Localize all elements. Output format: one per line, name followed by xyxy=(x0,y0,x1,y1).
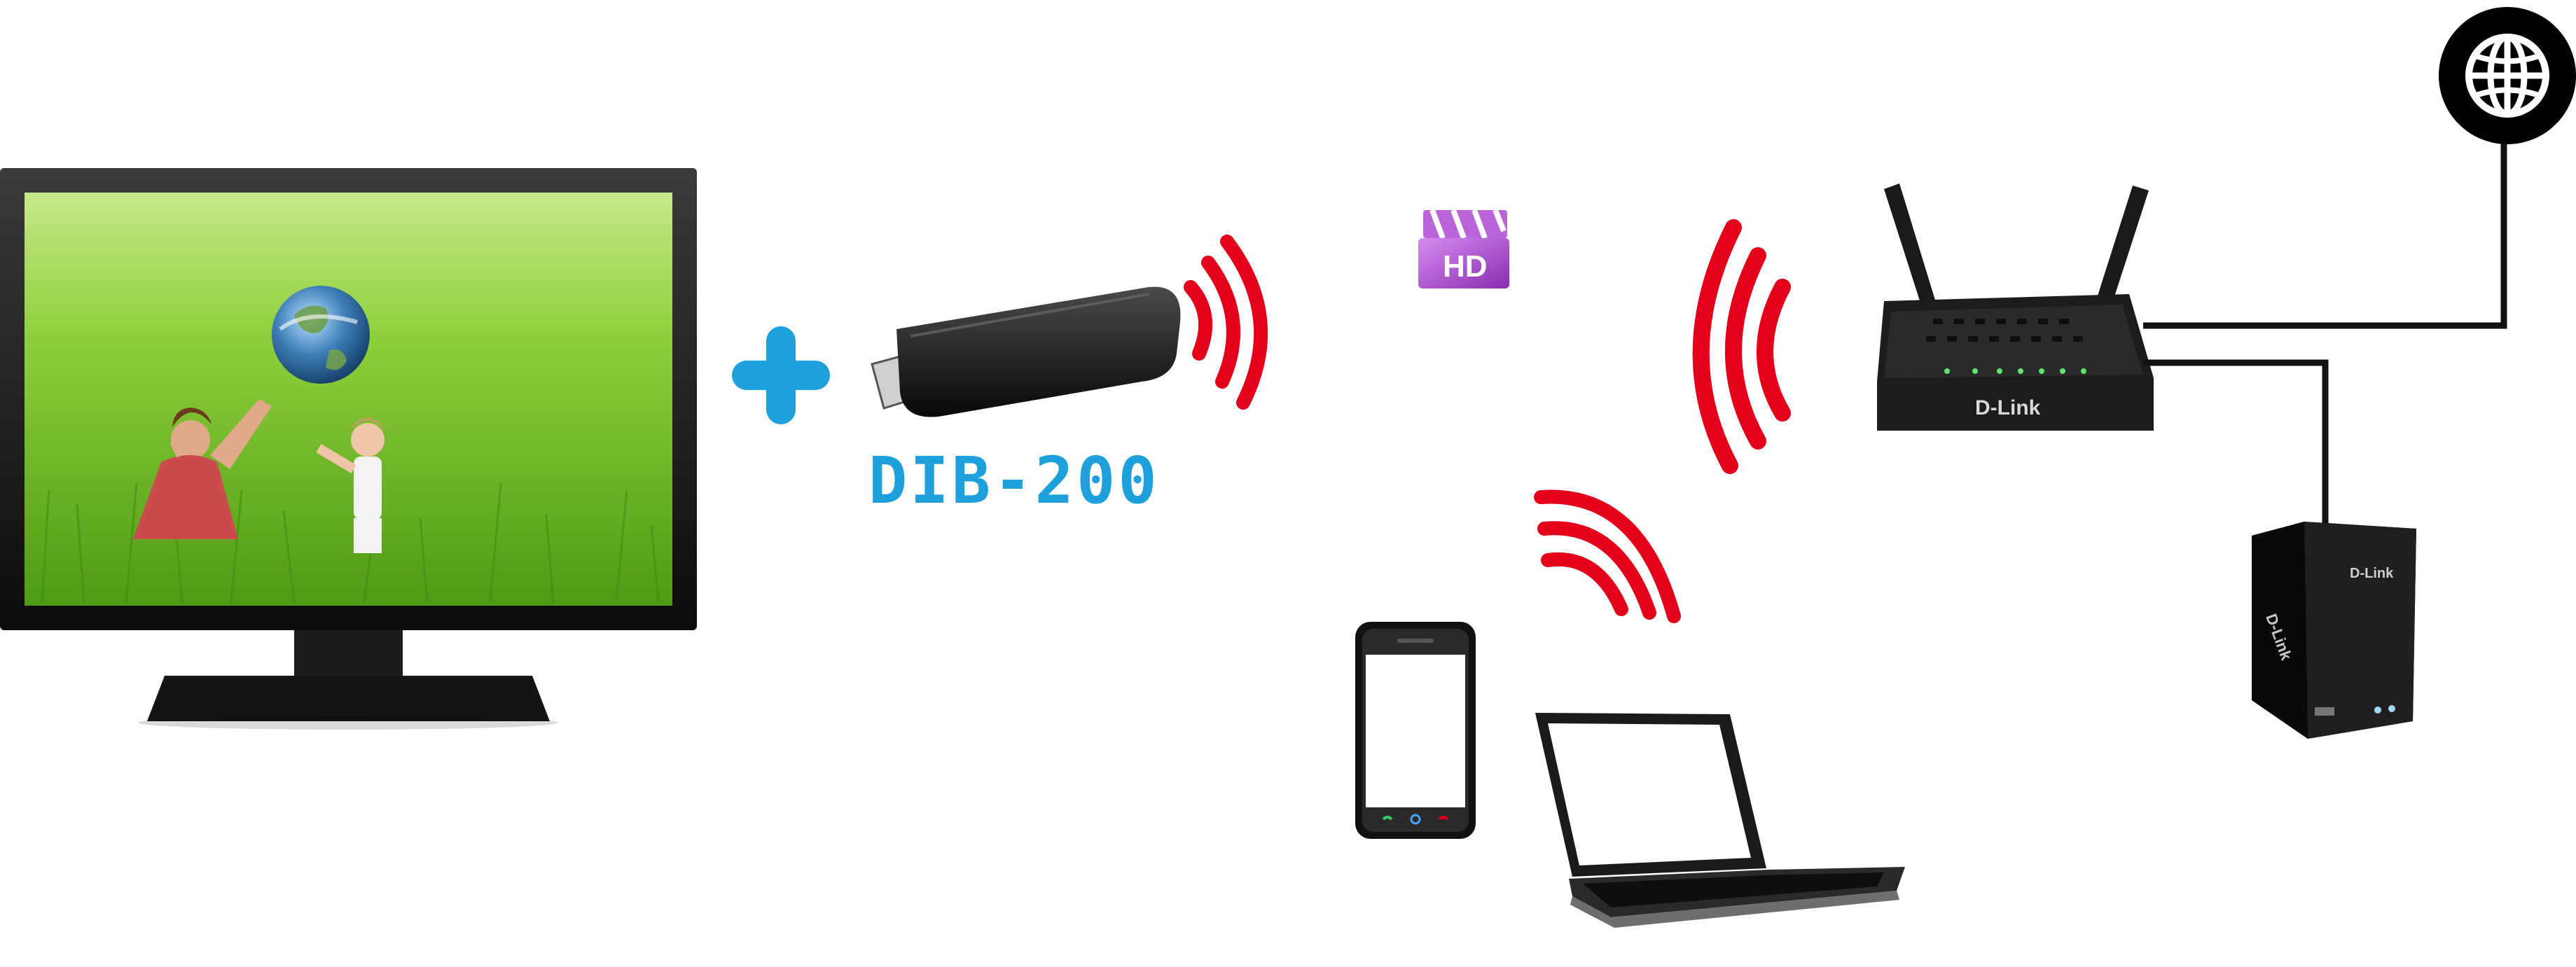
hd-badge-text: HD xyxy=(1443,249,1488,284)
wireless-router: D-Link xyxy=(1877,183,2154,431)
cable-router-internet xyxy=(2143,137,2507,329)
router-logo: D-Link xyxy=(1975,396,2041,419)
laptop-screen xyxy=(1548,723,1751,865)
nas-logo: D-Link xyxy=(2350,566,2394,581)
tv-screen xyxy=(25,193,672,606)
child-figure xyxy=(316,418,385,553)
smartphone xyxy=(1355,622,1476,839)
mother-figure xyxy=(133,399,272,539)
tv-stand-neck xyxy=(294,630,403,676)
router-wifi-signal-icon xyxy=(1692,219,1791,474)
globe-icon xyxy=(2439,7,2576,144)
router-antenna-left xyxy=(1884,183,1937,309)
dongle-body xyxy=(896,286,1181,417)
router-antenna-right xyxy=(2094,186,2149,312)
tv-monitor xyxy=(0,168,697,730)
wifi-signal-icon xyxy=(1184,235,1268,410)
product-label: DIB-200 xyxy=(868,443,1160,518)
tv-stand-base xyxy=(147,676,550,721)
hd-video-icon: HD xyxy=(1418,209,1509,288)
hdmi-dongle xyxy=(871,286,1181,417)
nas-storage: D-Link D-Link xyxy=(2252,522,2416,739)
cable-router-nas xyxy=(2143,359,2329,529)
globe-image xyxy=(272,286,370,384)
plus-icon xyxy=(732,326,830,424)
laptop xyxy=(1535,713,1905,928)
device-wifi-signal-icon xyxy=(1534,489,1681,623)
network-cables xyxy=(2143,137,2507,529)
